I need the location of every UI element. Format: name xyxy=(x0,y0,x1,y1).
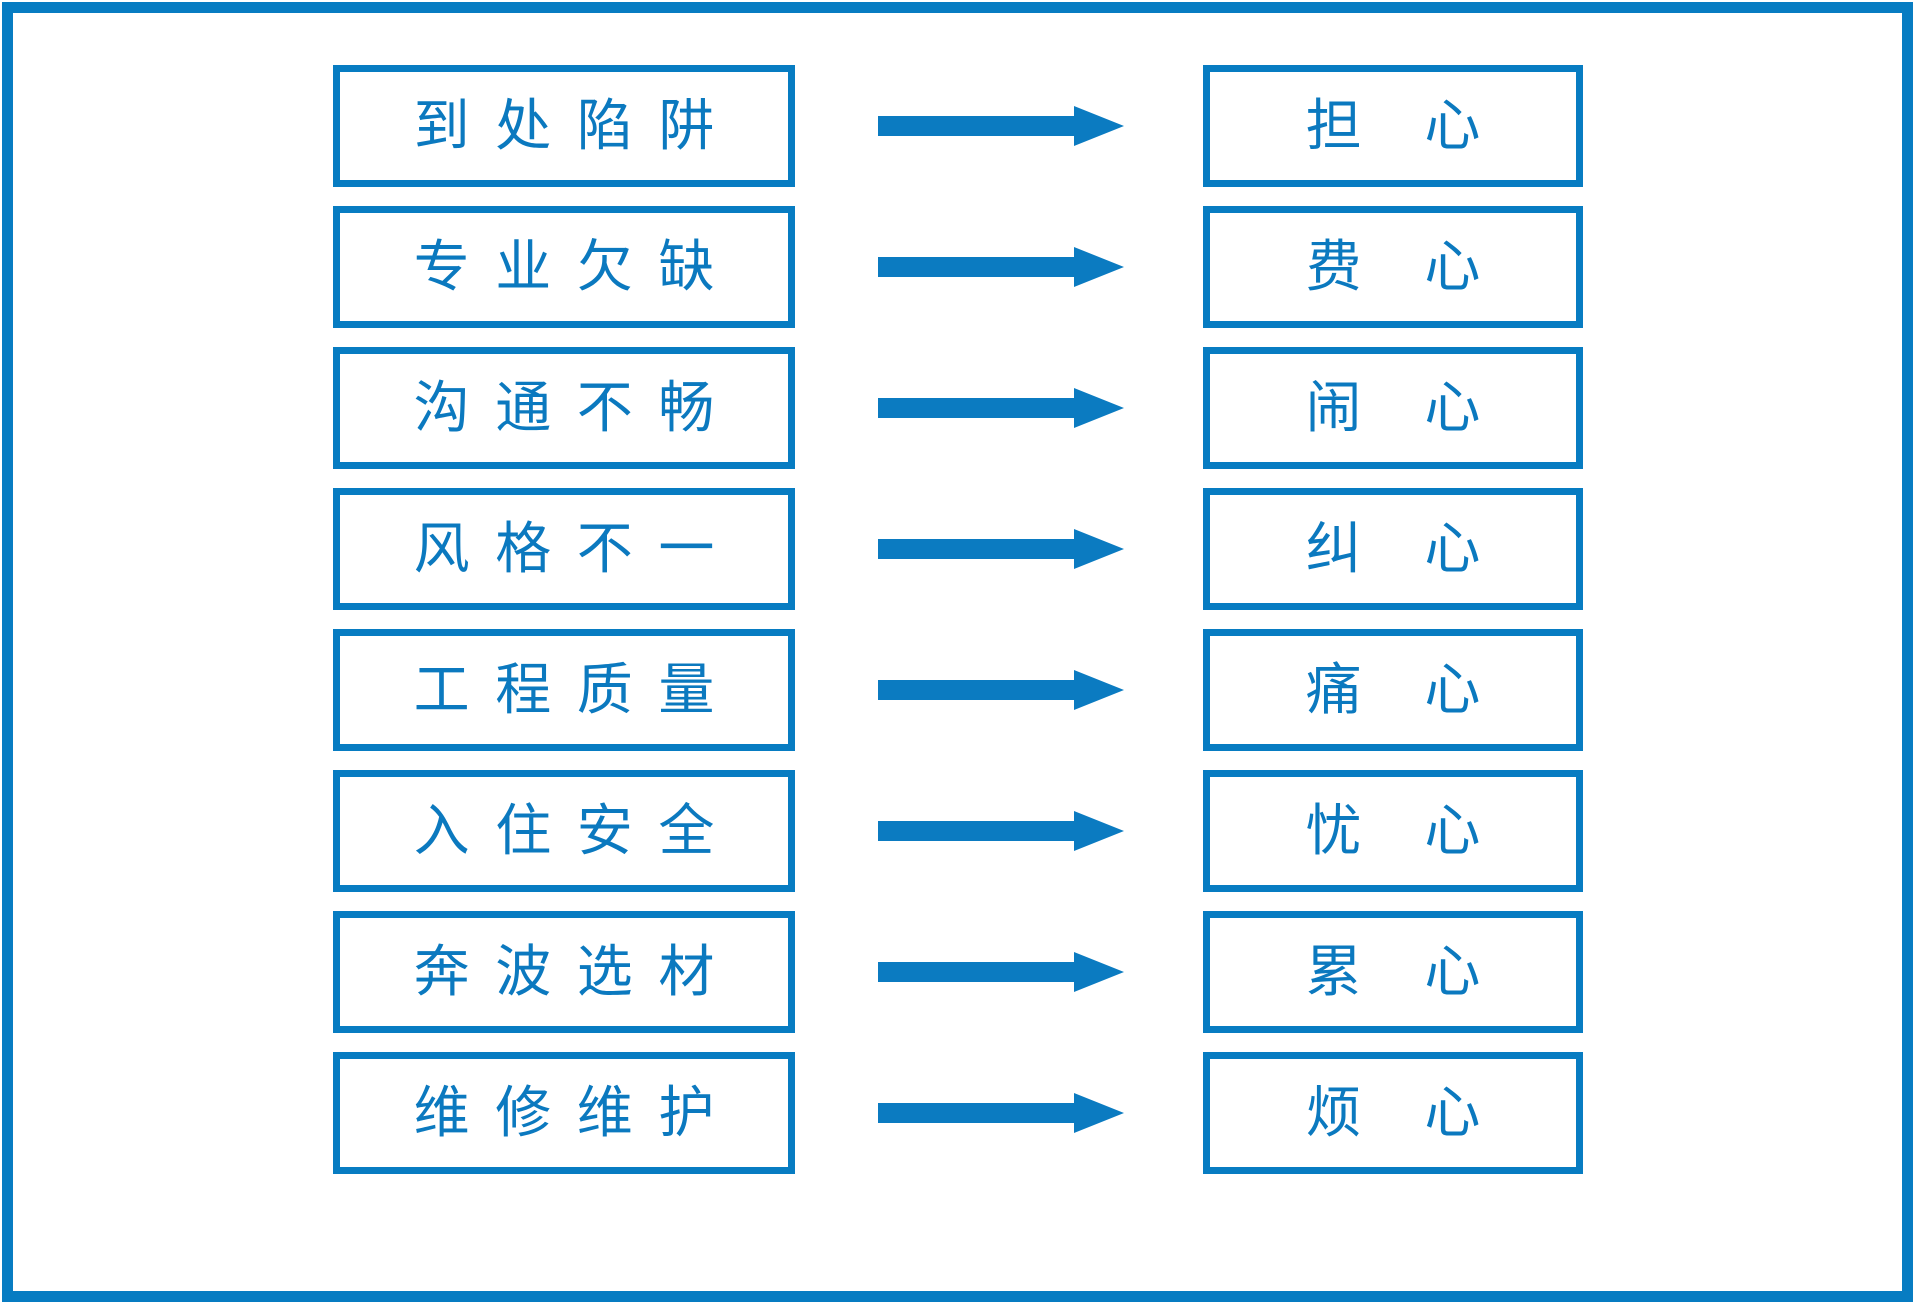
cause-box[interactable]: 工 程 质 量 xyxy=(333,629,795,751)
effect-box[interactable]: 痛 心 xyxy=(1203,629,1583,751)
flow-row: 工 程 质 量 痛 心 xyxy=(0,629,1915,751)
cause-label: 到 处 陷 阱 xyxy=(413,94,720,157)
right-arrow-icon xyxy=(878,65,1124,187)
flow-row: 维 修 维 护 烦 心 xyxy=(0,1052,1915,1174)
effect-label: 烦 心 xyxy=(1305,1081,1485,1144)
flow-rows-container: 到 处 陷 阱 担 心 专 业 欠 缺 费 心 xyxy=(0,65,1915,1193)
effect-box[interactable]: 累 心 xyxy=(1203,911,1583,1033)
effect-box[interactable]: 烦 心 xyxy=(1203,1052,1583,1174)
cause-label: 奔 波 选 材 xyxy=(413,940,720,1003)
cause-label: 专 业 欠 缺 xyxy=(413,235,720,298)
cause-label: 维 修 维 护 xyxy=(413,1081,720,1144)
flow-row: 入 住 安 全 忧 心 xyxy=(0,770,1915,892)
cause-box[interactable]: 维 修 维 护 xyxy=(333,1052,795,1174)
effect-label: 费 心 xyxy=(1305,235,1485,298)
cause-box[interactable]: 沟 通 不 畅 xyxy=(333,347,795,469)
effect-label: 累 心 xyxy=(1305,940,1485,1003)
right-arrow-icon xyxy=(878,488,1124,610)
effect-box[interactable]: 纠 心 xyxy=(1203,488,1583,610)
effect-label: 忧 心 xyxy=(1305,799,1485,862)
right-arrow-icon xyxy=(878,206,1124,328)
right-arrow-icon xyxy=(878,911,1124,1033)
cause-label: 工 程 质 量 xyxy=(413,658,720,721)
effect-box[interactable]: 担 心 xyxy=(1203,65,1583,187)
cause-box[interactable]: 到 处 陷 阱 xyxy=(333,65,795,187)
right-arrow-icon xyxy=(878,347,1124,469)
flow-row: 沟 通 不 畅 闹 心 xyxy=(0,347,1915,469)
effect-box[interactable]: 闹 心 xyxy=(1203,347,1583,469)
cause-label: 风 格 不 一 xyxy=(413,517,720,580)
cause-box[interactable]: 风 格 不 一 xyxy=(333,488,795,610)
effect-label: 闹 心 xyxy=(1305,376,1485,439)
flow-row: 奔 波 选 材 累 心 xyxy=(0,911,1915,1033)
flow-row: 专 业 欠 缺 费 心 xyxy=(0,206,1915,328)
cause-label: 入 住 安 全 xyxy=(413,799,720,862)
right-arrow-icon xyxy=(878,1052,1124,1174)
effect-box[interactable]: 费 心 xyxy=(1203,206,1583,328)
cause-label: 沟 通 不 畅 xyxy=(413,376,720,439)
flow-row: 风 格 不 一 纠 心 xyxy=(0,488,1915,610)
effect-label: 纠 心 xyxy=(1305,517,1485,580)
effect-box[interactable]: 忧 心 xyxy=(1203,770,1583,892)
cause-box[interactable]: 奔 波 选 材 xyxy=(333,911,795,1033)
flow-row: 到 处 陷 阱 担 心 xyxy=(0,65,1915,187)
cause-box[interactable]: 入 住 安 全 xyxy=(333,770,795,892)
cause-box[interactable]: 专 业 欠 缺 xyxy=(333,206,795,328)
right-arrow-icon xyxy=(878,629,1124,751)
effect-label: 痛 心 xyxy=(1305,658,1485,721)
effect-label: 担 心 xyxy=(1305,94,1485,157)
right-arrow-icon xyxy=(878,770,1124,892)
